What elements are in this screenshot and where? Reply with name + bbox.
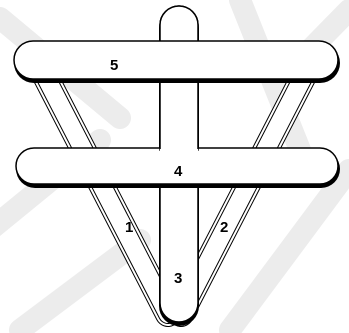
stick-label-2: 2 [220,219,228,236]
stick-label-4: 4 [174,163,183,180]
stick-label-5: 5 [110,57,118,74]
stick-5[interactable] [14,41,340,83]
stick-label-1: 1 [125,219,133,236]
stick-label-3: 3 [174,270,182,287]
